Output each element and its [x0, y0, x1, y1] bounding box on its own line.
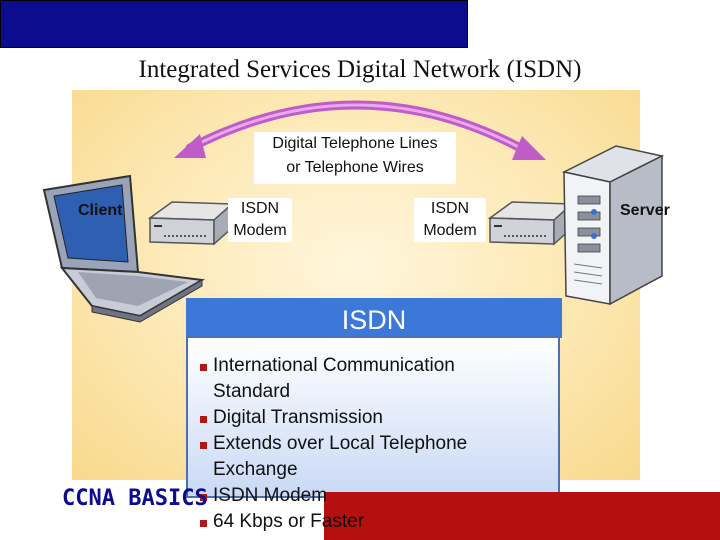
list-item-text: 64 Kbps or Faster	[213, 511, 365, 532]
list-item-text: Digital Transmission	[213, 407, 383, 428]
isdn-heading: ISDN	[186, 298, 562, 338]
title-bar	[0, 0, 468, 48]
bullet-square-icon	[200, 494, 207, 501]
telephone-lines-label: Digital Telephone Lines or Telephone Wir…	[254, 132, 456, 184]
list-item: Extends over Local Telephone Exchange	[198, 431, 528, 483]
modem-left-label-line1: ISDN	[240, 200, 280, 217]
laptop-icon	[42, 174, 206, 323]
bidirectional-arrow-icon	[174, 100, 546, 160]
isdn-feature-list: International Communication Standard Dig…	[198, 353, 528, 535]
list-item: 64 Kbps or Faster	[198, 509, 528, 535]
modem-left-label: ISDN Modem	[228, 198, 292, 242]
modem-left-label-line2: Modem	[233, 222, 287, 239]
list-item: ISDN Modem	[198, 483, 528, 509]
footer-bar	[324, 492, 720, 540]
bullet-square-icon	[200, 520, 207, 527]
list-item-text: ISDN Modem	[213, 485, 328, 506]
bullet-square-icon	[200, 442, 207, 449]
footer-brand: CCNA BASICS	[62, 486, 208, 511]
isdn-info-box	[186, 336, 560, 498]
modem-right-icon	[487, 201, 574, 246]
modem-right-label-line1: ISDN	[430, 200, 470, 217]
list-item-text: International Communication Standard	[213, 355, 455, 402]
telephone-lines-label-line1: Digital Telephone Lines	[272, 135, 438, 152]
list-item-text: Extends over Local Telephone Exchange	[213, 433, 468, 480]
modem-right-label-line2: Modem	[423, 222, 477, 239]
list-item: Digital Transmission	[198, 405, 528, 431]
client-label: Client	[78, 202, 123, 219]
server-label: Server	[620, 202, 670, 219]
modem-right-label: ISDN Modem	[414, 198, 486, 242]
telephone-lines-label-line2: or Telephone Wires	[286, 159, 424, 176]
server-icon	[561, 145, 665, 306]
modem-left-icon	[147, 201, 234, 246]
slide-title: Integrated Services Digital Network (ISD…	[138, 56, 582, 83]
list-item: International Communication Standard	[198, 353, 528, 405]
bullet-square-icon	[200, 364, 207, 371]
bullet-square-icon	[200, 416, 207, 423]
